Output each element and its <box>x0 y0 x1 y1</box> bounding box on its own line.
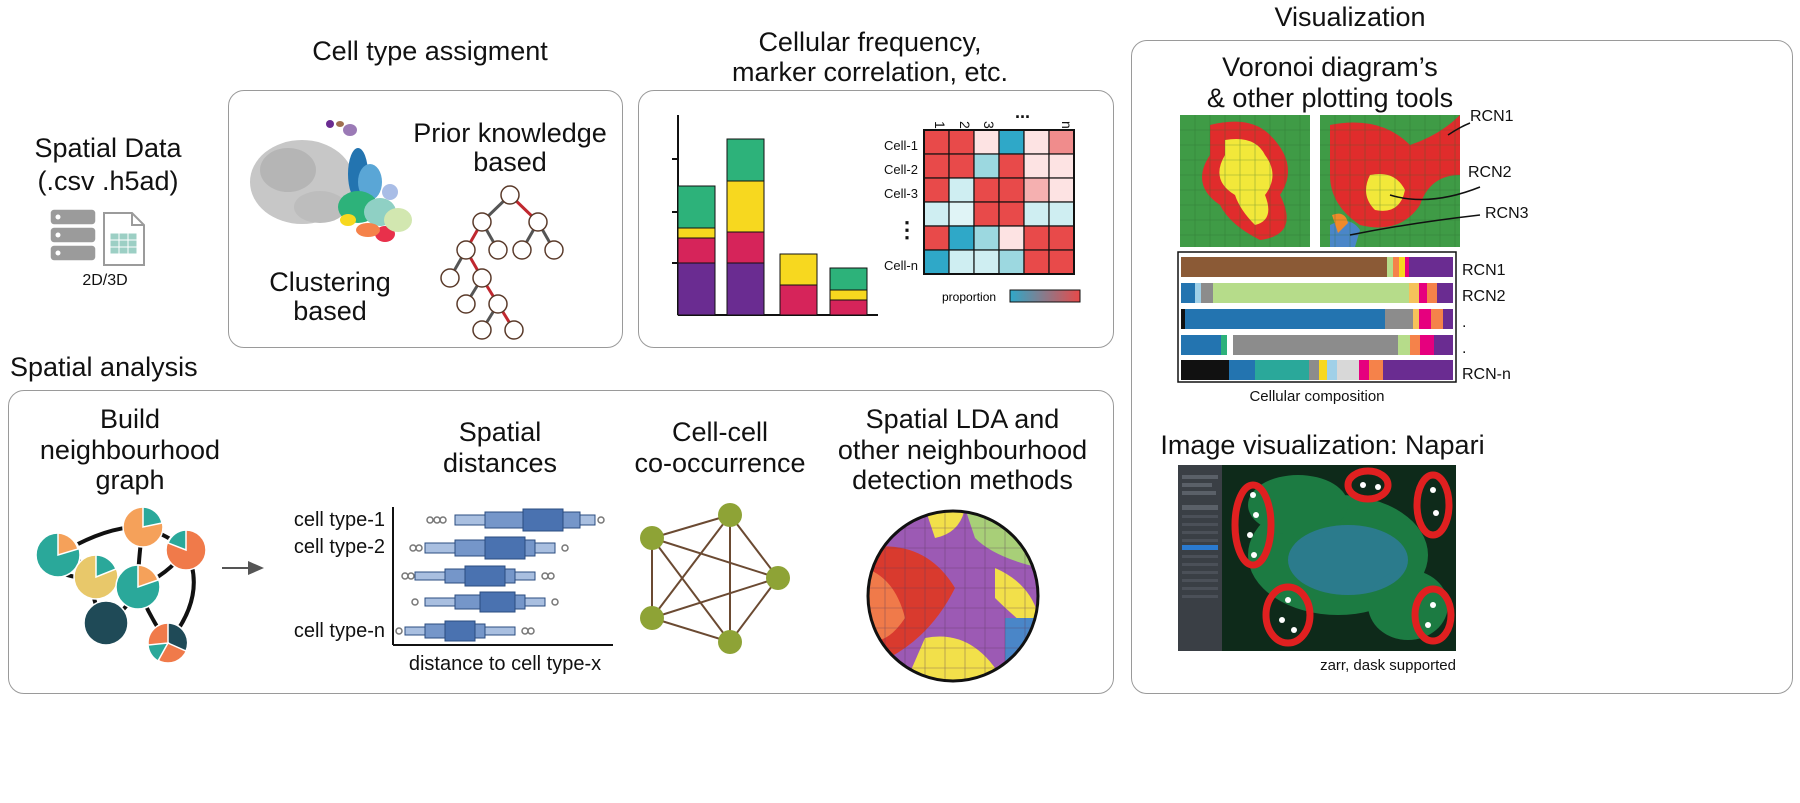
graph-title-line: graph <box>95 465 165 495</box>
cell-type-heading: Cell type assigment <box>312 36 548 66</box>
arrow-icon <box>222 561 264 575</box>
clustering-label-2: based <box>293 296 367 326</box>
correlation-heatmap: 1 2 3 ... n proportion <box>923 102 1081 304</box>
frequency-heading-2: marker correlation, etc. <box>731 57 1009 87</box>
distance-xlabel: distance to cell type-x <box>408 653 602 675</box>
umap-cluster-plot <box>250 120 412 242</box>
composition-row-label: RCN-n <box>1462 366 1511 383</box>
heatmap-row-label: Cell-1 <box>884 138 918 153</box>
visualization-heading: Visualization <box>1274 2 1426 32</box>
composition-row-label: RCN1 <box>1462 262 1506 279</box>
heatmap-col-label: ... <box>1015 102 1030 122</box>
voronoi-panels <box>1180 115 1481 247</box>
database-file-icon <box>49 208 145 266</box>
distance-row-label: cell type-n <box>293 620 385 642</box>
heatmap-row-label: ⋮ <box>896 217 918 242</box>
neighbourhood-graph <box>35 506 207 664</box>
napari-caption: zarr, dask supported <box>1320 657 1456 674</box>
composition-bars <box>1177 251 1457 383</box>
prior-label-1: Prior knowledge <box>413 118 607 148</box>
rcn2-label: RCN2 <box>1468 164 1512 181</box>
composition-row-label: . <box>1462 340 1467 357</box>
distances-title-line: Spatial <box>458 417 542 447</box>
dims-label: 2D/3D <box>82 272 128 289</box>
rcn1-label: RCN1 <box>1470 108 1514 125</box>
heatmap-col-label: 1 <box>932 121 948 129</box>
cooccurrence-title-line: co-occurrence <box>634 447 806 478</box>
decision-tree <box>440 185 564 340</box>
napari-title: Image visualization: Napari <box>1160 430 1485 460</box>
lda-title-line: Spatial LDA and <box>865 404 1060 434</box>
spatial-data-title: Spatial Data <box>34 133 182 163</box>
composition-caption: Cellular composition <box>1249 388 1385 405</box>
rcn3-label: RCN3 <box>1485 205 1529 222</box>
napari-screenshot <box>1178 465 1456 651</box>
cooccurrence-title-line: Cell-cell <box>671 417 769 447</box>
lda-voronoi-circle <box>866 509 1040 683</box>
frequency-heading-1: Cellular frequency, <box>758 27 982 57</box>
composition-row-label: . <box>1462 314 1467 331</box>
clustering-label-1: Clustering <box>269 267 391 297</box>
proportion-label: proportion <box>942 290 996 304</box>
heatmap-col-label: 3 <box>981 121 997 129</box>
heatmap-row-label: Cell-2 <box>884 162 918 177</box>
voronoi-title-line: Voronoi diagram’s <box>1222 52 1438 82</box>
distance-row-label: cell type-1 <box>293 509 385 531</box>
distance-row-label: cell type-2 <box>293 536 385 558</box>
lda-title-line: detection methods <box>852 465 1073 495</box>
stacked-bar-chart <box>672 115 878 316</box>
cooccurrence-network <box>640 503 790 654</box>
heatmap-col-label: n <box>1059 121 1075 129</box>
distances-title-line: distances <box>442 447 558 478</box>
spatial-analysis-heading: Spatial analysis <box>10 352 198 382</box>
lda-title-line: other neighbourhood <box>837 434 1088 465</box>
prior-label-2: based <box>473 147 547 177</box>
boxen-plot <box>392 507 613 646</box>
heatmap-row-label: Cell-n <box>884 258 918 273</box>
graph-title-line: Build <box>99 404 161 434</box>
composition-row-label: RCN2 <box>1462 288 1506 305</box>
voronoi-title-line: & other plotting tools <box>1206 82 1454 113</box>
heatmap-row-label: Cell-3 <box>884 186 918 201</box>
heatmap-col-label: 2 <box>957 121 973 129</box>
graph-title-line: neighbourhood <box>39 434 221 465</box>
spatial-data-formats: (.csv .h5ad) <box>37 166 179 196</box>
